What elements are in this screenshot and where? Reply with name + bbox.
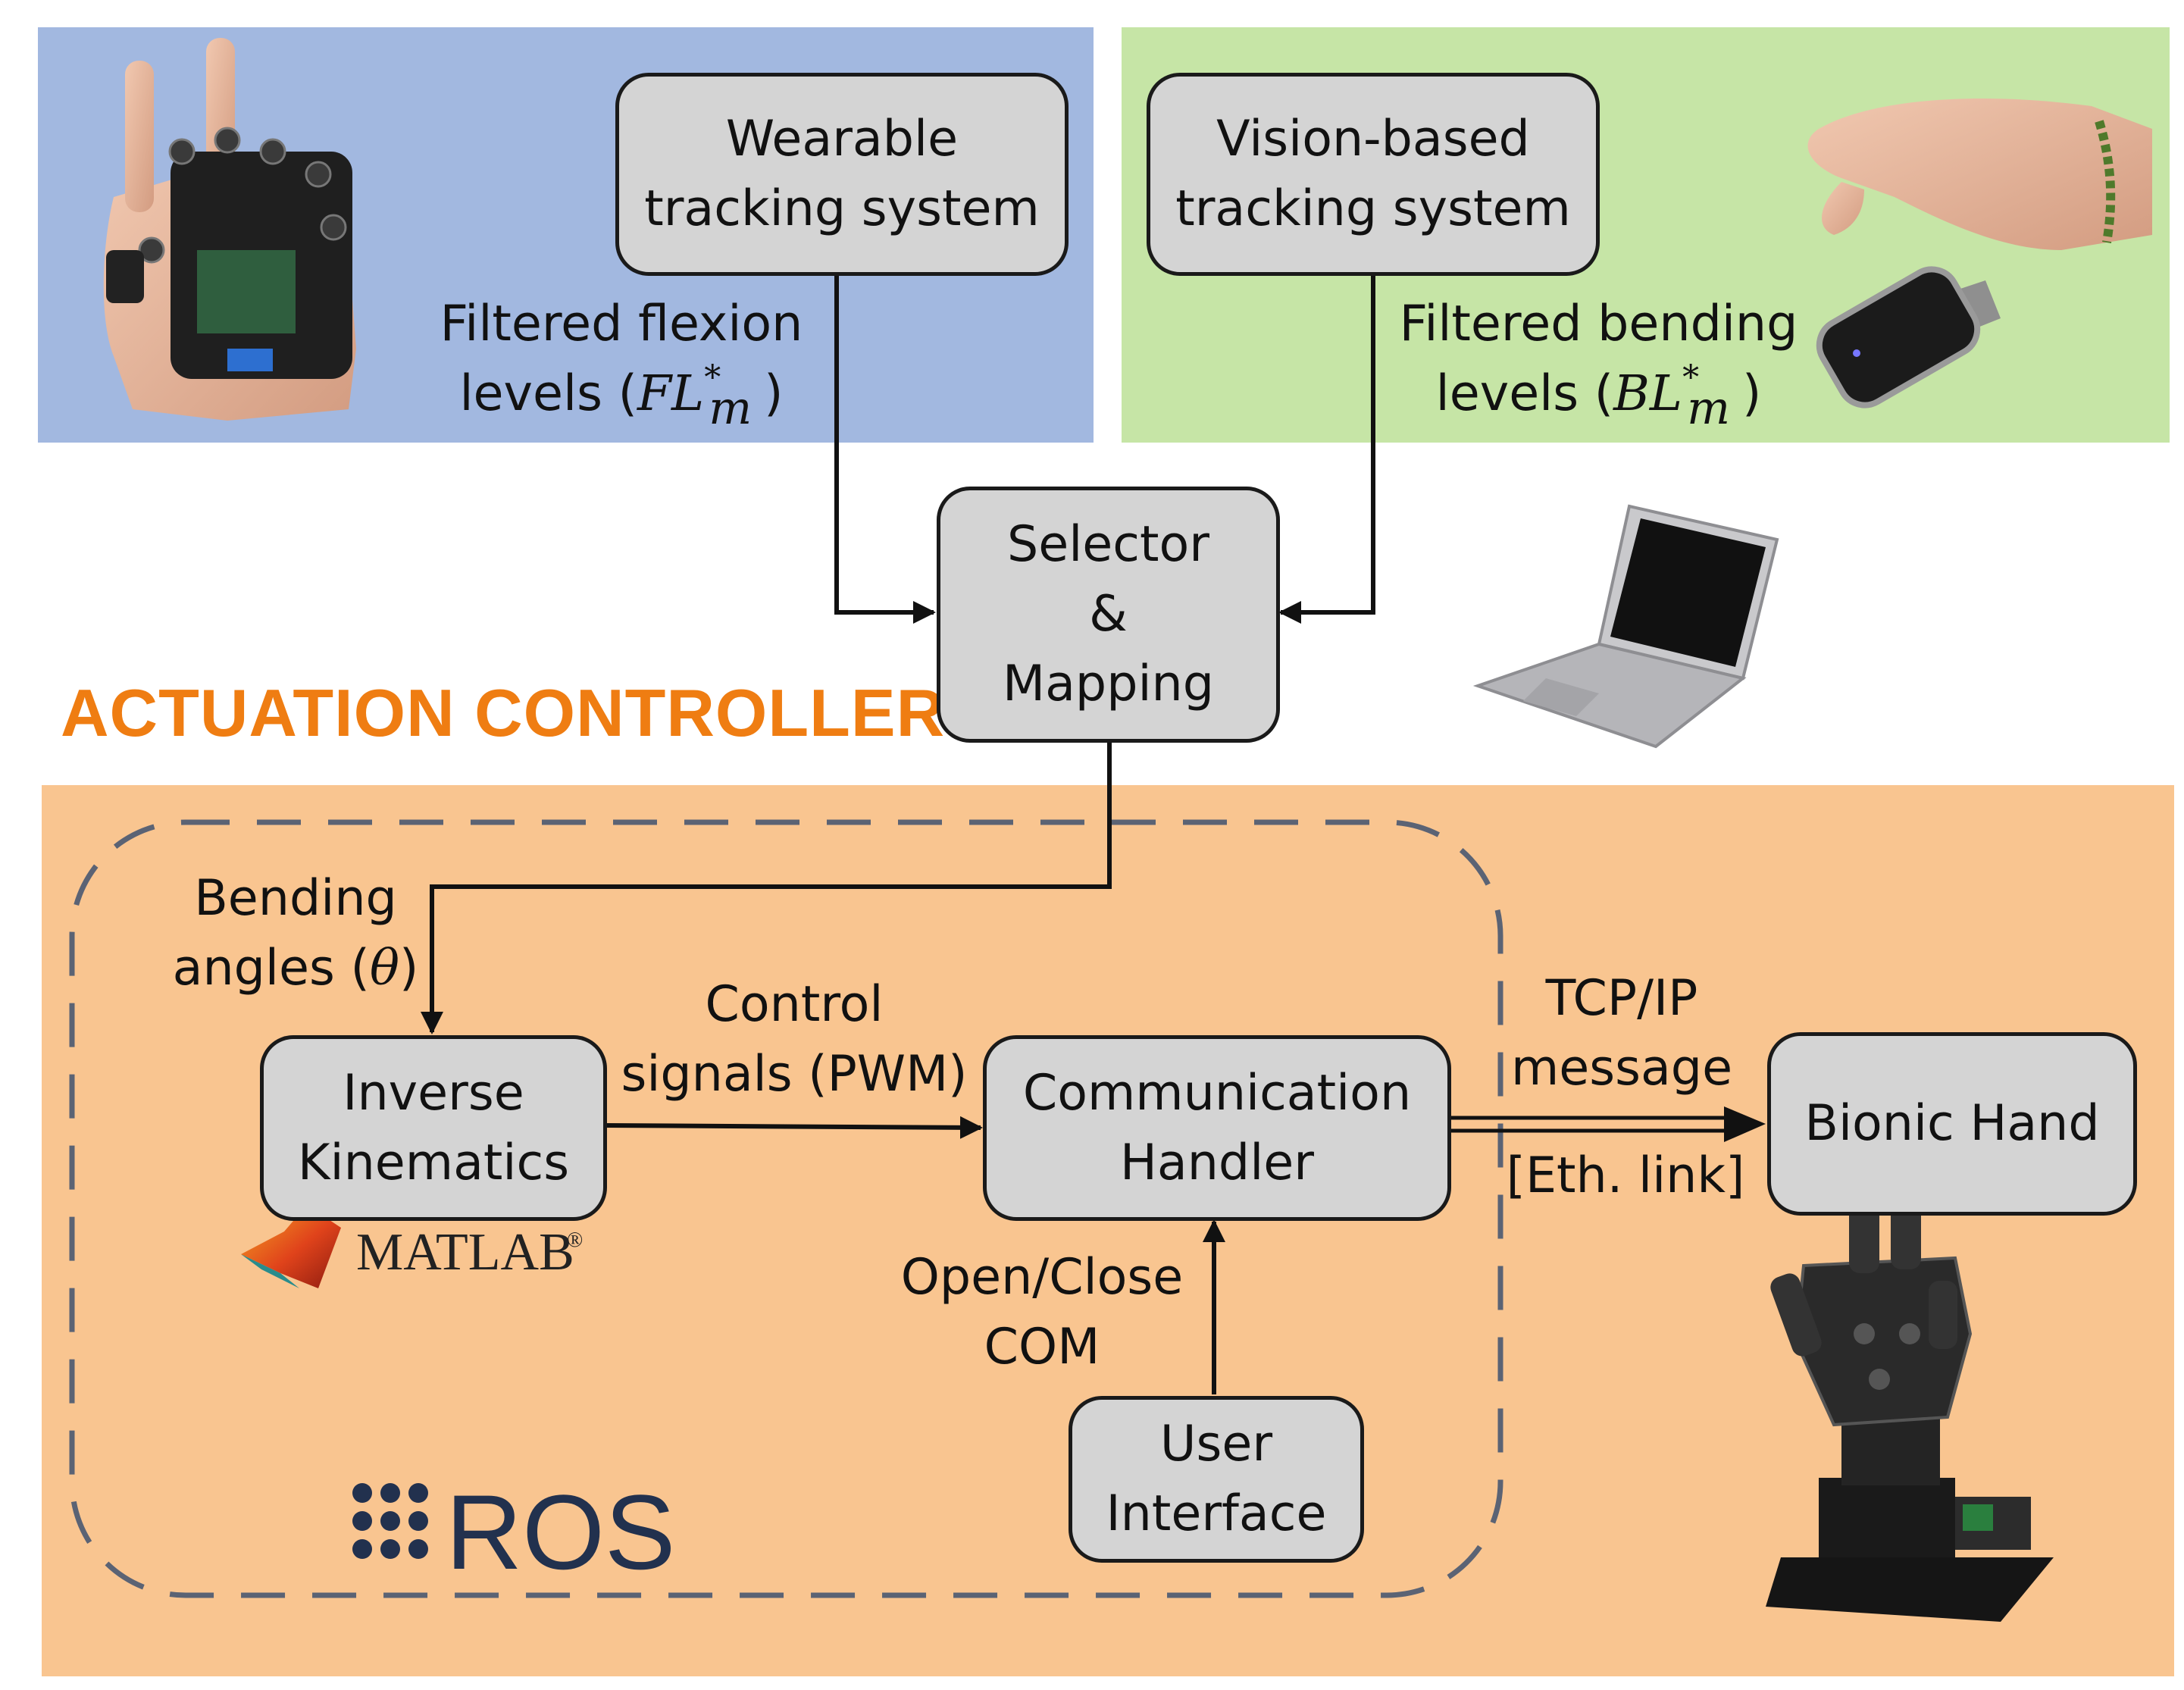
selector-line-2: &	[1089, 586, 1128, 643]
control-signals-label: Control signals (PWM)	[612, 970, 976, 1109]
inverse-kinematics-block: Inverse Kinematics	[260, 1035, 607, 1221]
bending-line-1: Filtered bending	[1399, 296, 1798, 352]
inverse-line-2: Kinematics	[297, 1134, 570, 1191]
wearable-line-2: tracking system	[644, 180, 1040, 237]
tcp-line-2: message	[1510, 1040, 1733, 1097]
open-close-line-1: Open/Close	[900, 1249, 1184, 1306]
user-line-1: User	[1159, 1416, 1273, 1472]
bending-angles-label: Bending angles (θ)	[163, 864, 428, 1003]
wearable-tracking-system-block: Wearable tracking system	[615, 73, 1069, 276]
laptop-image	[1472, 504, 1779, 749]
angles-close-paren: )	[399, 940, 419, 997]
bending-symbol: BL	[1613, 365, 1683, 422]
angles-prefix: angles (	[172, 940, 370, 997]
vision-tracking-system-block: Vision-based tracking system	[1147, 73, 1600, 276]
bionic-hand-block: Bionic Hand	[1767, 1032, 2137, 1216]
angles-theta: θ	[369, 940, 399, 997]
bionic-line-1: Bionic Hand	[1804, 1095, 2100, 1152]
tcp-ip-message-label: TCP/IP message	[1500, 964, 1743, 1103]
flexion-symbol: FL	[637, 365, 705, 422]
wearable-glove-image	[103, 38, 356, 421]
arrow-inverse-to-communication	[604, 1116, 983, 1139]
tcp-line-1: TCP/IP	[1545, 970, 1698, 1027]
communication-line-2: Handler	[1120, 1134, 1314, 1191]
bending-close-paren: )	[1741, 365, 1762, 422]
user-line-2: Interface	[1106, 1485, 1327, 1542]
communication-line-1: Communication	[1022, 1064, 1412, 1122]
selector-line-1: Selector	[1006, 516, 1209, 573]
filtered-bending-label: Filtered bending levels (BL*m)	[1396, 289, 1801, 432]
vision-hand-image	[1807, 99, 2152, 408]
eth-link-arrowhead	[1724, 1106, 1766, 1142]
eth-link-label: [Eth. link]	[1506, 1147, 1745, 1204]
arrow-selector-to-inverse	[421, 741, 1112, 1034]
flexion-levels-text: levels (	[459, 365, 637, 422]
wearable-line-1: Wearable	[725, 111, 959, 167]
vision-line-1: Vision-based	[1216, 111, 1530, 167]
bionic-hand-image	[1766, 1171, 2054, 1622]
bending-symbol-sub: m	[1687, 382, 1730, 435]
angles-line-1: Bending	[194, 870, 397, 927]
arrow-wearable-to-selector	[834, 274, 936, 624]
bending-levels-text: levels (	[1435, 365, 1614, 422]
ros-dashed-frame	[69, 819, 1503, 1598]
arrow-vision-to-selector	[1278, 274, 1375, 624]
selector-mapping-block: Selector & Mapping	[937, 487, 1280, 743]
matlab-wordmark: MATLAB	[356, 1223, 574, 1282]
open-close-com-label: Open/Close COM	[887, 1243, 1197, 1382]
vision-line-2: tracking system	[1175, 180, 1571, 237]
matlab-logo: MATLAB ®	[241, 1205, 583, 1288]
controller-title: ACTUATION CONTROLLER	[61, 675, 946, 750]
flexion-line-2: levels (FL*m)	[432, 358, 811, 432]
flexion-symbol-sub: m	[709, 382, 753, 435]
communication-handler-block: Communication Handler	[983, 1035, 1451, 1221]
control-line-2: signals (PWM)	[621, 1046, 968, 1103]
filtered-flexion-label: Filtered flexion levels (FL*m)	[432, 289, 811, 432]
angles-line-2: angles (θ)	[163, 934, 428, 1003]
bending-line-2: levels (BL*m)	[1396, 358, 1801, 432]
matlab-registered-mark: ®	[567, 1228, 583, 1252]
user-interface-block: User Interface	[1069, 1396, 1364, 1563]
bending-symbol-sup: *	[1682, 358, 1700, 397]
inverse-line-1: Inverse	[343, 1064, 524, 1122]
flexion-line-1: Filtered flexion	[440, 296, 803, 352]
open-close-line-2: COM	[984, 1319, 1100, 1375]
flexion-symbol-sup: *	[704, 358, 721, 397]
selector-line-3: Mapping	[1003, 656, 1214, 712]
ros-logo: ROS	[352, 1472, 675, 1591]
ros-wordmark: ROS	[446, 1472, 675, 1591]
flexion-close-paren: )	[764, 365, 784, 422]
control-line-1: Control	[705, 976, 884, 1033]
